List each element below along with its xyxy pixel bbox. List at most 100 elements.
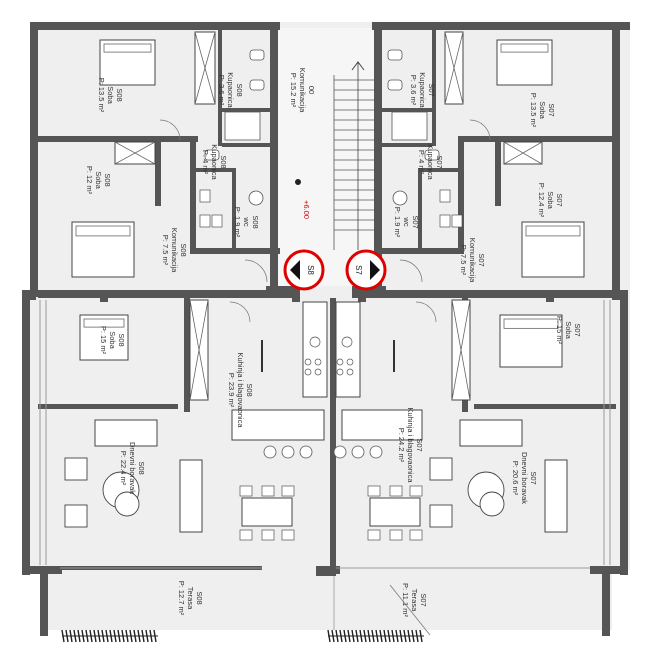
terrace-edge [389, 584, 431, 636]
room-label-line: P: 13.5 m² [97, 78, 106, 113]
basin [204, 149, 220, 161]
bed-pillow [83, 318, 125, 328]
hob [314, 358, 322, 366]
wardrobe-line [451, 299, 471, 401]
bed-pillow [103, 43, 152, 53]
wardrobe-line [114, 141, 156, 165]
room-label-line: S07 [435, 155, 444, 168]
wall [358, 296, 366, 302]
wall [292, 296, 300, 302]
room-label-line: wc [242, 216, 251, 226]
wall [432, 26, 436, 146]
room-label-line: Komunikacija [170, 228, 179, 273]
sofa [459, 419, 523, 447]
door-arc [229, 301, 251, 323]
stool [299, 445, 313, 459]
room-label-line: S08 [179, 243, 188, 256]
chair [239, 529, 253, 541]
sofa [94, 419, 158, 447]
door-arc [244, 259, 268, 283]
wardrobe-line [189, 299, 209, 401]
wall [495, 136, 501, 206]
room-label-line: Soba [546, 191, 555, 209]
wall [460, 136, 612, 142]
wall [602, 574, 610, 636]
room-label-line: S08 [103, 173, 112, 186]
wall [40, 574, 48, 636]
coffee-table [479, 491, 505, 517]
dining-table [241, 497, 293, 527]
hob [336, 368, 344, 376]
wall [196, 168, 236, 172]
shower [224, 111, 261, 141]
door-arc [159, 119, 181, 141]
basin [249, 49, 265, 61]
room-label-line: P: 24.2 m² [397, 428, 406, 463]
basin [424, 149, 440, 161]
chair [281, 485, 295, 497]
room-label-line: Dnevni boravak [128, 442, 137, 494]
marker-s7: S7 [345, 249, 387, 291]
stool [263, 445, 277, 459]
bed-pillow [75, 225, 131, 237]
sofa [179, 459, 203, 533]
chair [261, 529, 275, 541]
wall [590, 566, 628, 574]
room-label-line: P: 15 m² [99, 326, 108, 355]
room-label-line: S07 [427, 83, 436, 96]
chair [367, 529, 381, 541]
room-label-line: S07 [411, 215, 420, 228]
room-label-line: S08 [195, 591, 204, 604]
room-label-line: P: 12 m² [85, 166, 94, 195]
shower [391, 111, 428, 141]
marker-s8: S8 [283, 249, 325, 291]
wall [270, 28, 278, 286]
room-label-line: S08 [137, 461, 146, 474]
sofa [544, 459, 568, 533]
room-label-line: Soba [538, 101, 547, 119]
elevation-dot [295, 179, 301, 185]
wall [218, 26, 222, 146]
armchair [429, 457, 453, 481]
toilet [392, 190, 408, 206]
hob [346, 368, 354, 376]
stool [333, 445, 347, 459]
room-label-line: P: 4 m² [417, 150, 426, 175]
wall [30, 22, 280, 30]
room-label-line: S07 [573, 323, 582, 336]
bed-pillow [500, 43, 549, 53]
armchair [64, 457, 88, 481]
door-arc [469, 119, 491, 141]
hob [304, 358, 312, 366]
elevation-label: +6.00 [302, 200, 311, 219]
wall [380, 108, 432, 112]
room-label-line: P: 22.4 m² [119, 451, 128, 486]
basin [387, 49, 403, 61]
marker-label: S8 [306, 265, 315, 275]
toilet [248, 190, 264, 206]
wall [100, 290, 108, 302]
chair [281, 529, 295, 541]
room-label-line: Kuhinja i blagovaonica [236, 352, 245, 428]
wall [38, 136, 198, 142]
wall [22, 566, 62, 574]
room-label-line: Soba [106, 86, 115, 104]
tile [451, 214, 463, 228]
wall [232, 168, 236, 248]
wall [612, 22, 620, 297]
room-label-line: P: 13.5 m² [529, 93, 538, 128]
marker-ring [345, 249, 387, 291]
room-label-line: S08 [117, 333, 126, 346]
room-label-line: P: 4 m² [201, 150, 210, 175]
floor-area [42, 570, 612, 630]
